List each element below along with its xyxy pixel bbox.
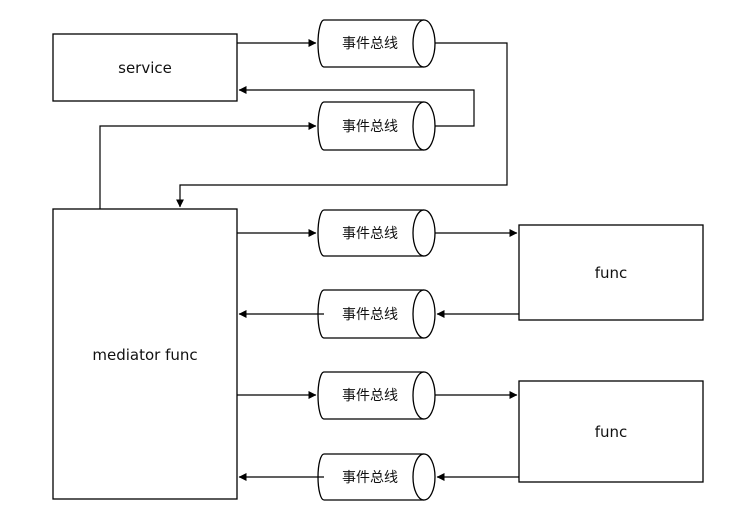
service-label: service [118, 59, 172, 77]
mediator-func-box: mediator func [52, 208, 238, 500]
service-box: service [52, 33, 238, 102]
arrow-bus-1-to-mediator [176, 42, 508, 208]
event-bus-2: 事件总线 [317, 101, 436, 151]
event-bus-1-label: 事件总线 [342, 36, 398, 52]
func-box-bottom: func [518, 380, 704, 483]
arrow-bus-2-to-service [238, 86, 475, 127]
event-bus-4-label: 事件总线 [342, 307, 398, 323]
event-bus-3: 事件总线 [317, 209, 436, 257]
event-bus-2-label: 事件总线 [342, 119, 398, 135]
event-bus-6-label: 事件总线 [342, 470, 398, 486]
arrow-mediator-to-bus-2 [99, 122, 317, 209]
event-bus-5: 事件总线 [317, 371, 436, 420]
event-bus-3-label: 事件总线 [342, 226, 398, 242]
event-bus-6: 事件总线 [317, 453, 436, 501]
func-bottom-label: func [595, 423, 628, 441]
mediator-func-label: mediator func [92, 346, 197, 364]
event-bus-4: 事件总线 [317, 289, 436, 339]
event-bus-1: 事件总线 [317, 19, 436, 68]
event-bus-5-label: 事件总线 [342, 388, 398, 404]
func-box-top: func [518, 224, 704, 321]
func-top-label: func [595, 264, 628, 282]
